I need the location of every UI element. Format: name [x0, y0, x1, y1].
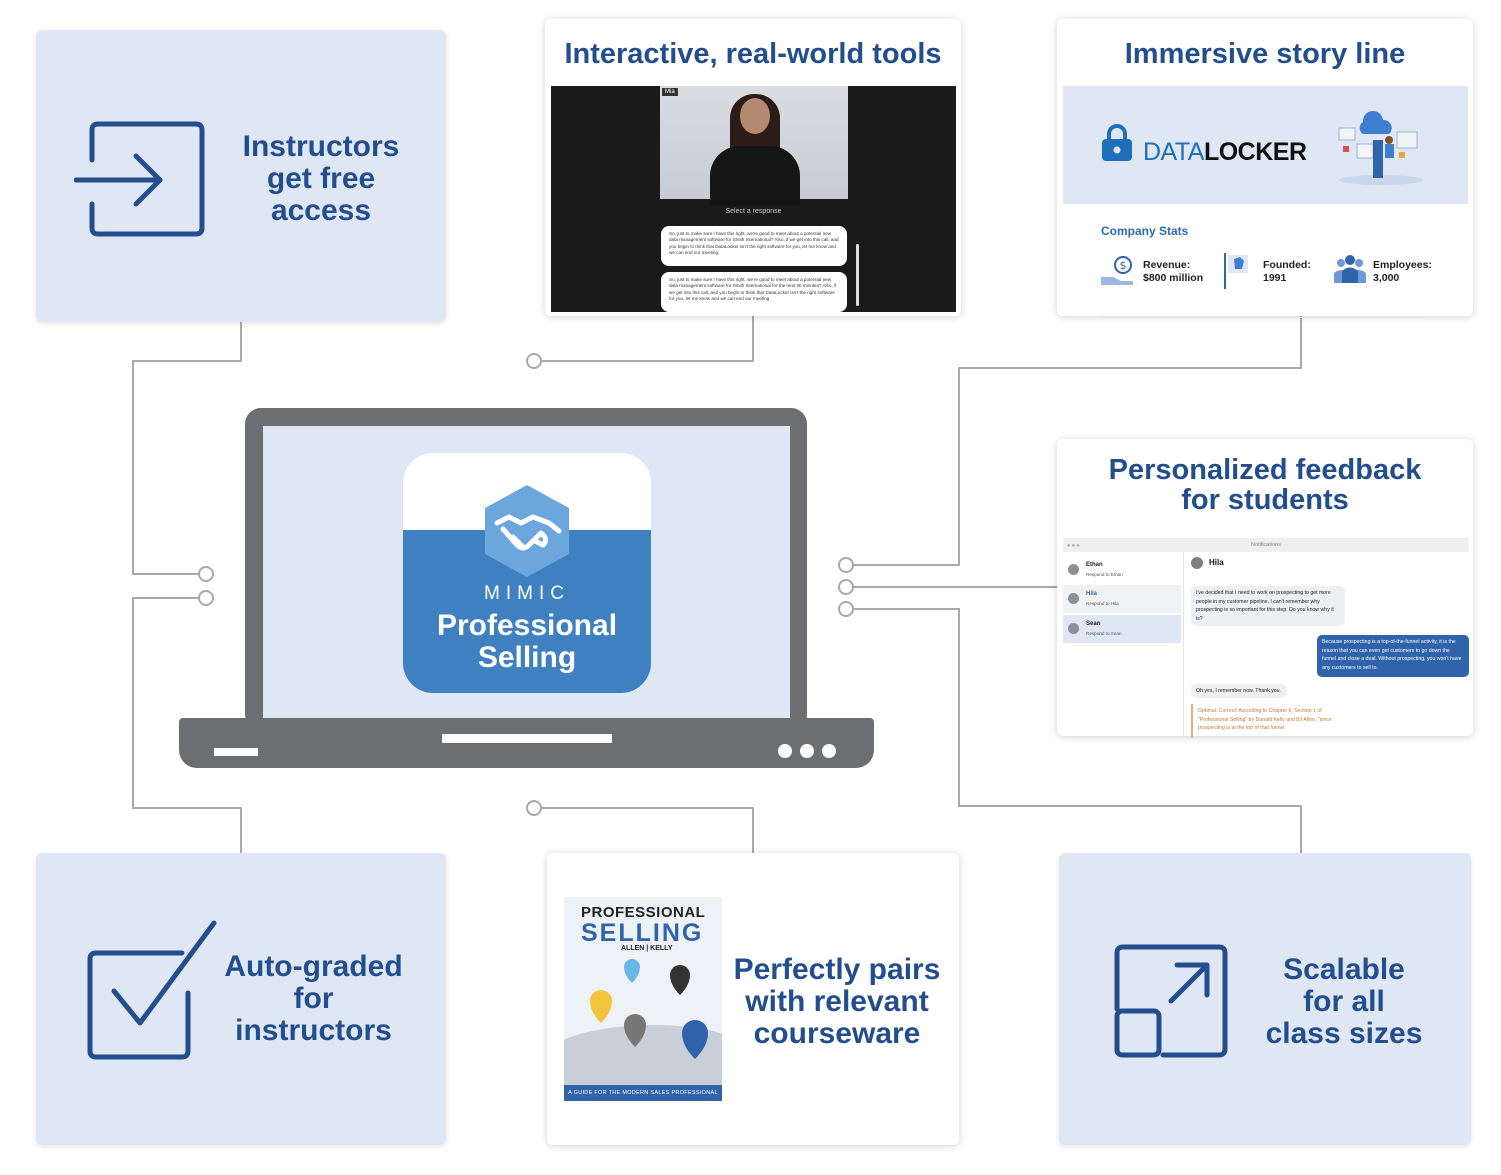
people-icon: [1334, 255, 1366, 283]
app-icon[interactable]: MIMIC Professional Selling: [403, 453, 651, 693]
contact-status: Respond to Sean: [1086, 631, 1122, 636]
contact-name: Sean: [1086, 621, 1101, 627]
chat-header-name: Hila: [1209, 558, 1224, 567]
response-prompt: Select a response: [725, 208, 782, 215]
divider: [1101, 317, 1425, 318]
laptop-light: [800, 744, 814, 758]
message-incoming: I've decided that I need to work on pros…: [1191, 586, 1345, 626]
laptop-base: [179, 718, 874, 768]
avatar: [1068, 623, 1079, 634]
laptop-light: [822, 744, 836, 758]
interactive-tools-title: Interactive, real-world tools: [564, 38, 942, 70]
sign-in-icon: [74, 121, 205, 237]
window-controls-icon: ●●●: [1067, 543, 1081, 549]
free-access-card: Instructors get free access: [36, 30, 446, 322]
datalocker-logo: DATALOCKER: [1143, 138, 1307, 166]
connector-node: [198, 590, 214, 606]
contact-status: Respond to Hila: [1086, 601, 1119, 606]
avatar: [1068, 593, 1079, 604]
chat-titlebar: ●●● Notifications: [1063, 538, 1469, 552]
chat-window: ●●● Notifications Ethan Respond to Ethan…: [1063, 538, 1469, 738]
response-option[interactable]: So, just to make sure I have this right,…: [661, 226, 847, 266]
money-icon: $: [1101, 256, 1133, 285]
connector-node: [526, 353, 542, 369]
avatar: [1191, 557, 1203, 569]
company-stats-title: Company Stats: [1101, 224, 1189, 238]
app-brand: MIMIC: [484, 583, 570, 604]
message-outgoing: Because prospecting is a top-of-the-funn…: [1317, 635, 1469, 677]
laptop-light: [778, 744, 792, 758]
resize-expand-icon: [1114, 944, 1228, 1058]
contact-item-ethan[interactable]: Ethan Respond to Ethan: [1063, 556, 1181, 584]
story-line-title: Immersive story line: [1124, 38, 1406, 70]
auto-graded-text: Auto-graded for instructors: [224, 950, 403, 1047]
cloud-data-illustration: [1338, 110, 1423, 185]
feedback-card: Personalized feedback for students ●●● N…: [1057, 439, 1473, 738]
connector-node: [526, 800, 542, 816]
app-title: Professional Selling: [436, 609, 618, 674]
interactive-tools-card: Interactive, real-world tools Mia Select…: [545, 19, 961, 316]
handshake-icon: [485, 485, 569, 577]
free-access-text: Instructors get free access: [242, 130, 400, 227]
revenue-stat: Revenue: $800 million: [1143, 259, 1204, 284]
contact-item-sean[interactable]: Sean Respond to Sean: [1063, 615, 1181, 643]
laptop-slot: [442, 734, 612, 743]
auto-graded-card: Auto-graded for instructors: [36, 853, 446, 1145]
laptop-port: [214, 748, 258, 756]
book-footer: A GUIDE FOR THE MODERN SALES PROFESSIONA…: [564, 1085, 722, 1101]
book-title-line1: PROFESSIONAL: [581, 904, 706, 921]
connector-node: [198, 566, 214, 582]
scalable-text: Scalable for all class sizes: [1265, 953, 1423, 1050]
map-pin-icons: [590, 959, 708, 1059]
feedback-title: Personalized feedback for students: [1108, 454, 1422, 516]
presenter-video: [660, 86, 848, 206]
datalocker-banner: DATALOCKER: [1063, 86, 1468, 204]
courseware-card: PROFESSIONAL SELLING ALLEN | KELLY A GUI…: [547, 853, 959, 1145]
story-line-card: Immersive story line DATALOCKER Company …: [1057, 19, 1473, 318]
courseware-text: Perfectly pairs with relevant courseware: [733, 953, 941, 1050]
avatar: [1068, 564, 1079, 575]
book-title-line2: SELLING: [581, 919, 704, 947]
response-scrollbar[interactable]: [856, 244, 859, 306]
chat-window-title: Notifications: [1251, 542, 1281, 548]
response-option[interactable]: So, just to make sure I have this right,…: [661, 272, 847, 312]
video-simulation: Mia Select a response So, just to make s…: [551, 86, 956, 312]
connector-node: [838, 579, 854, 595]
checkbox-icon: [87, 920, 217, 1060]
book-cover: PROFESSIONAL SELLING ALLEN | KELLY A GUI…: [564, 897, 722, 1101]
contact-list: Ethan Respond to Ethan Hila Respond to H…: [1063, 552, 1184, 738]
lock-icon: [1102, 124, 1132, 161]
book-authors: ALLEN | KELLY: [621, 945, 673, 952]
svg-text:$: $: [1120, 259, 1127, 272]
scalable-card: Scalable for all class sizes: [1059, 853, 1471, 1145]
founded-stat: Founded: 1991: [1263, 259, 1311, 284]
presenter-badge: Mia: [662, 88, 678, 96]
employees-stat: Employees: 3,000: [1373, 259, 1432, 284]
contact-name: Ethan: [1086, 562, 1103, 568]
contact-name: Hila: [1086, 591, 1098, 597]
optimal-feedback: Optimal: Correct! According to Chapter 6…: [1191, 704, 1345, 738]
contact-item-hila[interactable]: Hila Respond to Hila: [1063, 585, 1181, 613]
contact-status: Respond to Ethan: [1086, 572, 1123, 577]
connector-node: [838, 601, 854, 617]
flag-icon: [1224, 253, 1248, 289]
connector-node: [838, 557, 854, 573]
message-incoming: Oh yes, I remember now. Thank you.: [1191, 684, 1287, 698]
